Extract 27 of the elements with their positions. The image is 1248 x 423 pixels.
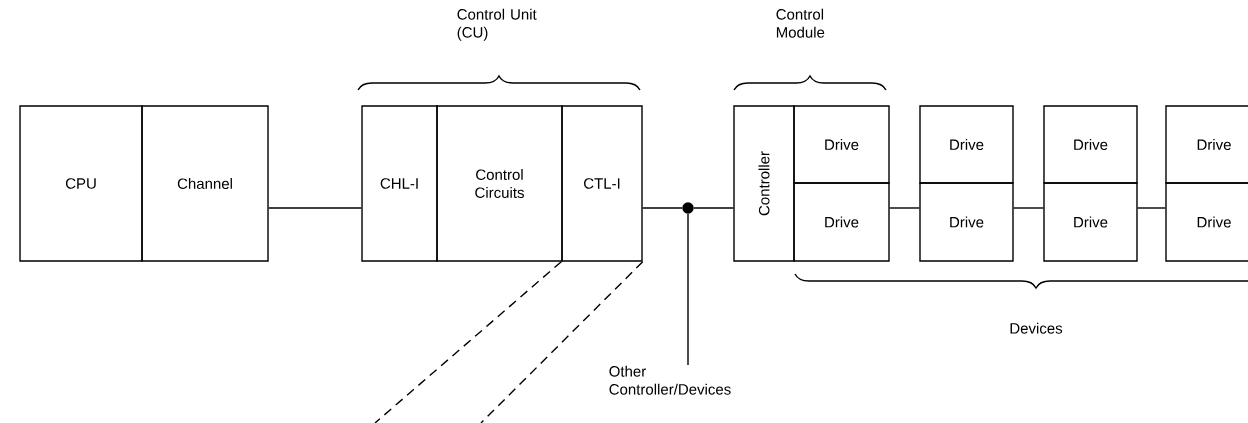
unit-box: Drive bbox=[919, 105, 1014, 184]
connector-line bbox=[687, 213, 689, 366]
connector-line bbox=[693, 207, 734, 209]
unit-box: CPU bbox=[19, 105, 143, 262]
unit-box: Drive bbox=[1043, 182, 1138, 262]
unit-box: Control Circuits bbox=[436, 105, 563, 262]
unit-box: Drive bbox=[793, 182, 890, 262]
unit-box: Drive bbox=[1165, 182, 1248, 262]
connector-line bbox=[1137, 207, 1166, 209]
bracket-label: Devices bbox=[1010, 322, 1063, 334]
connector-line bbox=[268, 207, 362, 209]
bracket-label: Control Unit (CU) bbox=[457, 8, 537, 41]
unit-box: Controller bbox=[733, 105, 795, 262]
unit-box: Drive bbox=[1165, 105, 1248, 184]
unit-box: CHL-I bbox=[361, 105, 438, 262]
connector-line bbox=[889, 207, 920, 209]
callout-text: Other Controller/Devices bbox=[609, 365, 731, 395]
dashed-line bbox=[480, 261, 644, 423]
unit-box: CTL-I bbox=[561, 105, 643, 262]
connector-line bbox=[1013, 207, 1044, 209]
bracket-label: Control Module bbox=[776, 8, 825, 38]
unit-box: Drive bbox=[1043, 105, 1138, 184]
unit-box: Channel bbox=[141, 105, 269, 262]
unit-box: Drive bbox=[919, 182, 1014, 262]
unit-box: Drive bbox=[793, 105, 890, 184]
dashed-line bbox=[374, 261, 562, 423]
connector-line bbox=[642, 207, 683, 209]
